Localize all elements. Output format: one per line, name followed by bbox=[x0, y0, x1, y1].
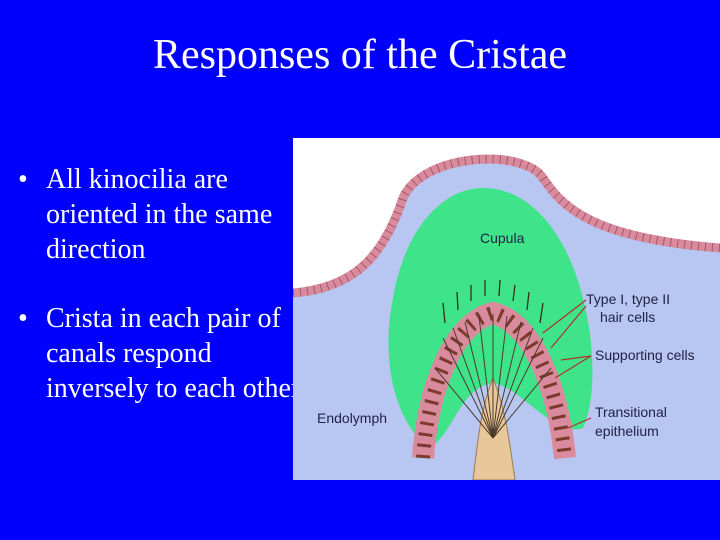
bullet-marker: • bbox=[18, 164, 28, 195]
bullet-text: All kinocilia are oriented in the same d… bbox=[46, 164, 273, 265]
kinocilia bbox=[442, 279, 544, 324]
bullet-text: Crista in each pair of canals respond in… bbox=[46, 303, 301, 404]
hair-cells bbox=[416, 305, 572, 459]
label-hair-cells: Type I, type II bbox=[586, 291, 670, 307]
bullet-item: • Crista in each pair of canals respond … bbox=[18, 301, 318, 406]
label-cupula: Cupula bbox=[480, 230, 525, 246]
crista-diagram: Cupula Type I, type II hair cells Suppor… bbox=[293, 138, 720, 480]
label-transitional: Transitional bbox=[595, 404, 667, 420]
label-hair-cells-2: hair cells bbox=[600, 309, 655, 325]
label-supporting-cells: Supporting cells bbox=[595, 347, 695, 363]
nerve-fibers bbox=[434, 314, 552, 439]
label-endolymph: Endolymph bbox=[317, 410, 387, 426]
pointer-lines bbox=[542, 299, 592, 429]
outer-wall-dots bbox=[293, 154, 720, 298]
bullet-marker: • bbox=[18, 303, 28, 334]
bullet-item: • All kinocilia are oriented in the same… bbox=[18, 162, 318, 267]
bullet-list: • All kinocilia are oriented in the same… bbox=[18, 162, 318, 440]
slide-title: Responses of the Cristae bbox=[152, 32, 568, 78]
label-epithelium: epithelium bbox=[595, 423, 659, 439]
